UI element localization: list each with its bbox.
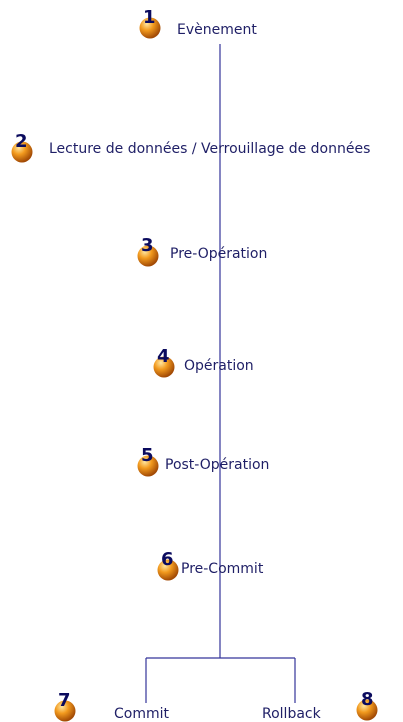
- step-label: Pre-Commit: [181, 561, 264, 577]
- orange-ball-icon: [54, 700, 76, 722]
- step-number: 7: [58, 690, 71, 711]
- orange-ball-icon: [11, 141, 33, 163]
- step-label: Pre-Opération: [170, 246, 268, 262]
- orange-ball-icon: [137, 455, 159, 477]
- step-number: 1: [143, 7, 156, 28]
- step-label: Rollback: [262, 706, 321, 722]
- step-label: Evènement: [177, 22, 257, 38]
- step-number: 6: [161, 549, 174, 570]
- orange-ball-icon: [137, 245, 159, 267]
- step-number: 8: [361, 689, 374, 710]
- step-number: 4: [157, 346, 170, 367]
- step-number: 5: [141, 445, 154, 466]
- step-label: Commit: [114, 706, 169, 722]
- orange-ball-icon: [139, 17, 161, 39]
- step-label: Post-Opération: [165, 457, 270, 473]
- orange-ball-icon: [157, 559, 179, 581]
- step-number: 3: [141, 235, 154, 256]
- orange-ball-icon: [153, 356, 175, 378]
- step-label: Opération: [184, 358, 254, 374]
- step-label: Lecture de données / Verrouillage de don…: [49, 141, 371, 157]
- step-number: 2: [15, 131, 28, 152]
- orange-ball-icon: [356, 699, 378, 721]
